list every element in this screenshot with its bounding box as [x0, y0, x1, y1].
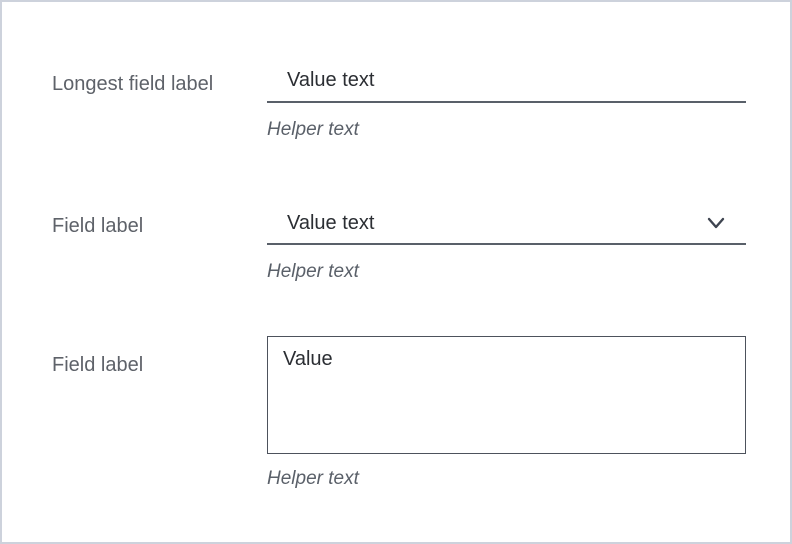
text-input[interactable]	[267, 67, 746, 103]
helper-text: Helper text	[267, 468, 359, 489]
form: Longest field label Helper text Field la…	[2, 2, 790, 490]
form-row-textarea: Field label Value Helper text	[52, 336, 790, 490]
form-row-text: Longest field label Helper text	[52, 67, 790, 141]
field-label-select: Field label	[52, 215, 144, 237]
form-row-select: Field label Value text Helper text	[52, 209, 790, 283]
helper-text: Helper text	[267, 119, 359, 140]
input-column: Helper text	[267, 67, 746, 141]
field-label-longest: Longest field label	[52, 73, 214, 95]
select-input[interactable]: Value text	[267, 209, 746, 245]
helper-text: Helper text	[267, 261, 359, 282]
select-value: Value text	[287, 211, 375, 234]
input-column: Value Helper text	[267, 336, 746, 490]
input-column: Value text Helper text	[267, 209, 746, 283]
chevron-down-icon	[707, 217, 725, 229]
textarea-input[interactable]: Value	[267, 336, 746, 454]
field-label-textarea: Field label	[52, 354, 144, 376]
